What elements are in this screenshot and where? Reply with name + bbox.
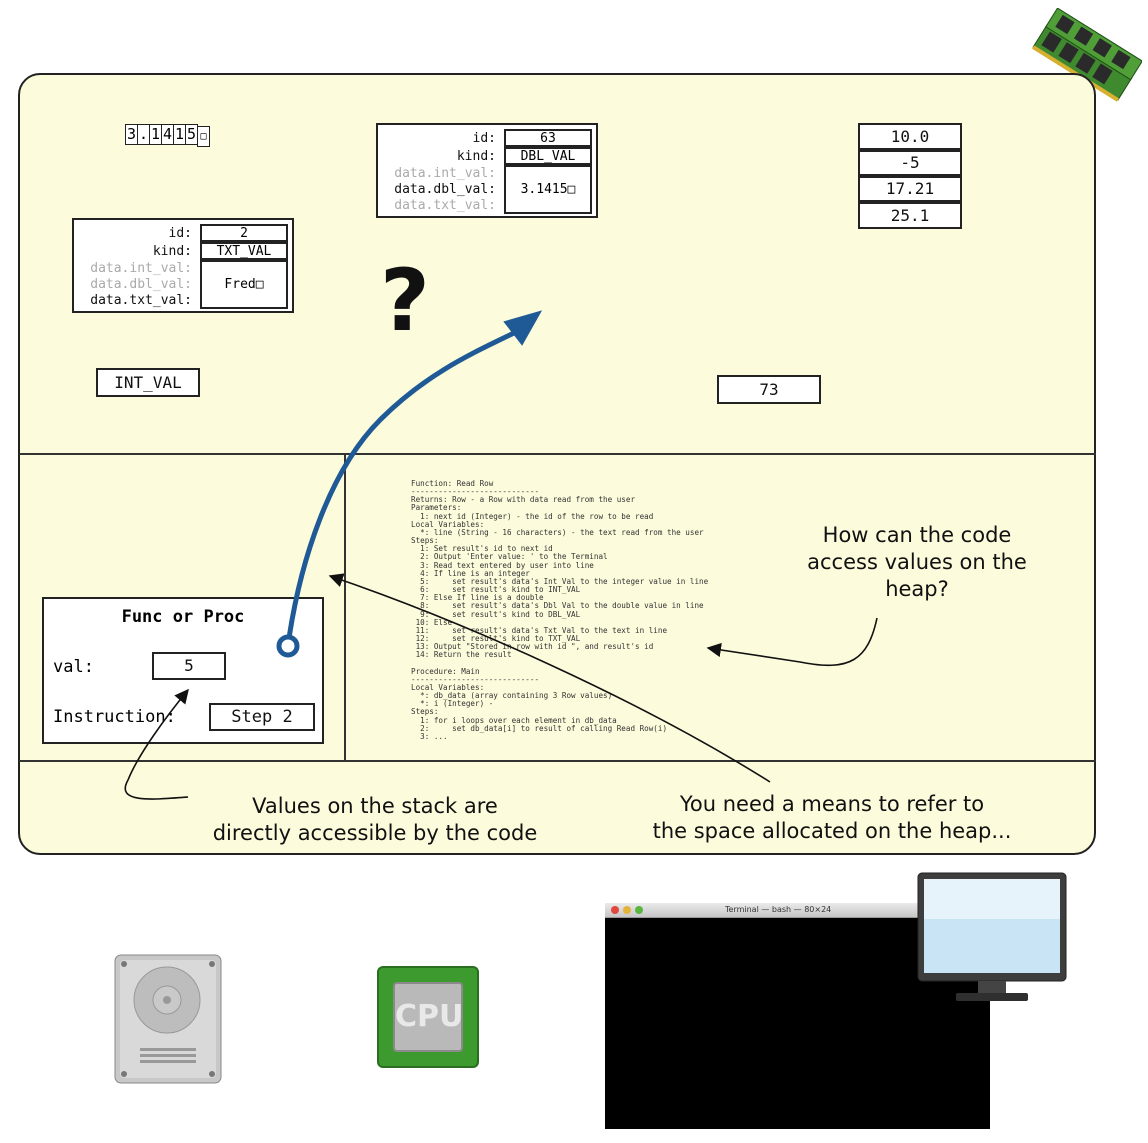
record-data-value: 3.1415□: [504, 165, 592, 214]
array-element: 17.21: [858, 176, 962, 202]
record-kind-value: DBL_VAL: [504, 147, 592, 165]
code-line: 9: set result's kind to DBL_VAL: [411, 609, 581, 619]
stack-bottom-divider: [19, 760, 1096, 762]
zoom-icon[interactable]: [635, 906, 643, 914]
code-line: Function: Read Row: [411, 479, 494, 488]
code-line: 8: set result's data's Dbl Val to the do…: [411, 601, 704, 611]
close-icon[interactable]: [611, 906, 619, 914]
heap-reference-arrow: [328, 573, 771, 783]
code-line: 5: set result's data's Int Val to the in…: [411, 576, 709, 586]
record-label: data.int_val:: [394, 166, 496, 181]
val-label: val:: [53, 657, 94, 677]
record-kind-value: TXT_VAL: [200, 242, 288, 260]
stack-frame: Func or Proc val: 5 Instruction: Step 2: [42, 597, 324, 744]
code-line: 10: Else: [411, 617, 453, 627]
code-line: 6: set result's kind to INT_VAL: [411, 585, 581, 595]
code-line: 2: set db_data[i] to result of calling R…: [411, 723, 668, 733]
row-record-txt: id: kind: data.int_val: data.dbl_val: da…: [72, 218, 294, 313]
integer-value-box: 73: [717, 375, 821, 404]
stack-code-divider: [344, 454, 346, 760]
stack-access-arrow: [124, 688, 189, 800]
pointer-arrowhead: [503, 310, 543, 346]
stack-frame-title: Func or Proc: [121, 607, 245, 627]
val-value-box: 5: [152, 652, 226, 680]
hard-drive-icon: [114, 954, 222, 1084]
minimize-icon[interactable]: [623, 906, 631, 914]
code-line: *: line (String - 16 characters) - the t…: [411, 527, 704, 537]
code-line: Returns: Row - a Row with data read from…: [411, 495, 636, 505]
pseudocode-listing: Function: Read Row----------------------…: [411, 479, 709, 741]
digit-cell: □: [197, 126, 210, 147]
code-line: 4: If line is an integer: [411, 568, 530, 578]
code-line: 13: Output "Stored in row with id ", and…: [411, 642, 654, 652]
code-line: Local Variables:: [411, 519, 485, 529]
instruction-label: Instruction:: [53, 707, 176, 727]
record-id-value: 2: [200, 224, 288, 242]
heap-stack-divider: [19, 453, 1096, 455]
cpu-label: CPU: [393, 982, 463, 1052]
code-line: 2: Output 'Enter value: ' to the Termina…: [411, 552, 608, 562]
record-data-value: Fred□: [200, 260, 288, 309]
code-line: Steps:: [411, 536, 439, 546]
heap-question-arrow: [706, 617, 878, 667]
terminal-titlebar: Terminal — bash — 80×24: [605, 903, 990, 918]
code-line: *: db_data (array containing 3 Row value…: [411, 691, 613, 701]
code-line: 11: set result's data's Txt Val to the t…: [411, 625, 668, 635]
code-line: 3: Read text entered by user into line: [411, 560, 594, 570]
record-label: data.txt_val:: [394, 198, 496, 213]
heap-question-note: How can the code access values on the he…: [807, 523, 1027, 601]
record-label: data.int_val:: [90, 261, 192, 276]
code-line: ----------------------------: [411, 487, 540, 497]
code-line: Parameters:: [411, 503, 462, 513]
code-line: 7: Else If line is a double: [411, 593, 544, 603]
digit-cell: 5: [185, 124, 198, 145]
monitor-icon: [917, 872, 1067, 1001]
row-record-dbl: id: kind: data.int_val: data.dbl_val: da…: [376, 123, 598, 218]
record-label: data.txt_val:: [90, 293, 192, 308]
question-mark: ?: [380, 251, 430, 351]
pointer-origin: [276, 634, 300, 658]
code-line: *: i (Integer) -: [411, 699, 494, 709]
record-label: kind:: [152, 244, 192, 259]
code-line: 12: set result's kind to TXT_VAL: [411, 633, 581, 643]
code-line: Steps:: [411, 707, 439, 717]
record-id-value: 63: [504, 129, 592, 147]
code-line: 14: Return the result: [411, 650, 512, 660]
record-label: id:: [472, 131, 496, 146]
cpu-icon: CPU: [377, 966, 479, 1068]
array-element: -5: [858, 150, 962, 176]
code-line: ----------------------------: [411, 674, 540, 684]
int-val-enum-box: INT_VAL: [96, 368, 200, 397]
code-line: 1: next id (Integer) - the id of the row…: [411, 511, 654, 521]
code-line: 1: Set result's id to next id: [411, 544, 553, 554]
code-line: 1: for i loops over each element in db_d…: [411, 715, 617, 725]
record-label: data.dbl_val:: [394, 182, 496, 197]
terminal-title: Terminal — bash — 80×24: [725, 905, 832, 914]
instruction-value-box: Step 2: [209, 703, 315, 731]
code-line: 3: ...: [411, 731, 448, 741]
record-label: data.dbl_val:: [90, 277, 192, 292]
code-line: Local Variables:: [411, 682, 485, 692]
record-label: kind:: [456, 149, 496, 164]
heap-reference-note: You need a means to refer to the space a…: [652, 792, 1012, 843]
array-element: 25.1: [858, 202, 962, 229]
code-line: Procedure: Main: [411, 666, 480, 676]
pointer-arrow: [285, 327, 522, 646]
stack-access-note: Values on the stack are directly accessi…: [212, 794, 538, 845]
array-element: 10.0: [858, 123, 962, 150]
record-label: id:: [168, 226, 192, 241]
